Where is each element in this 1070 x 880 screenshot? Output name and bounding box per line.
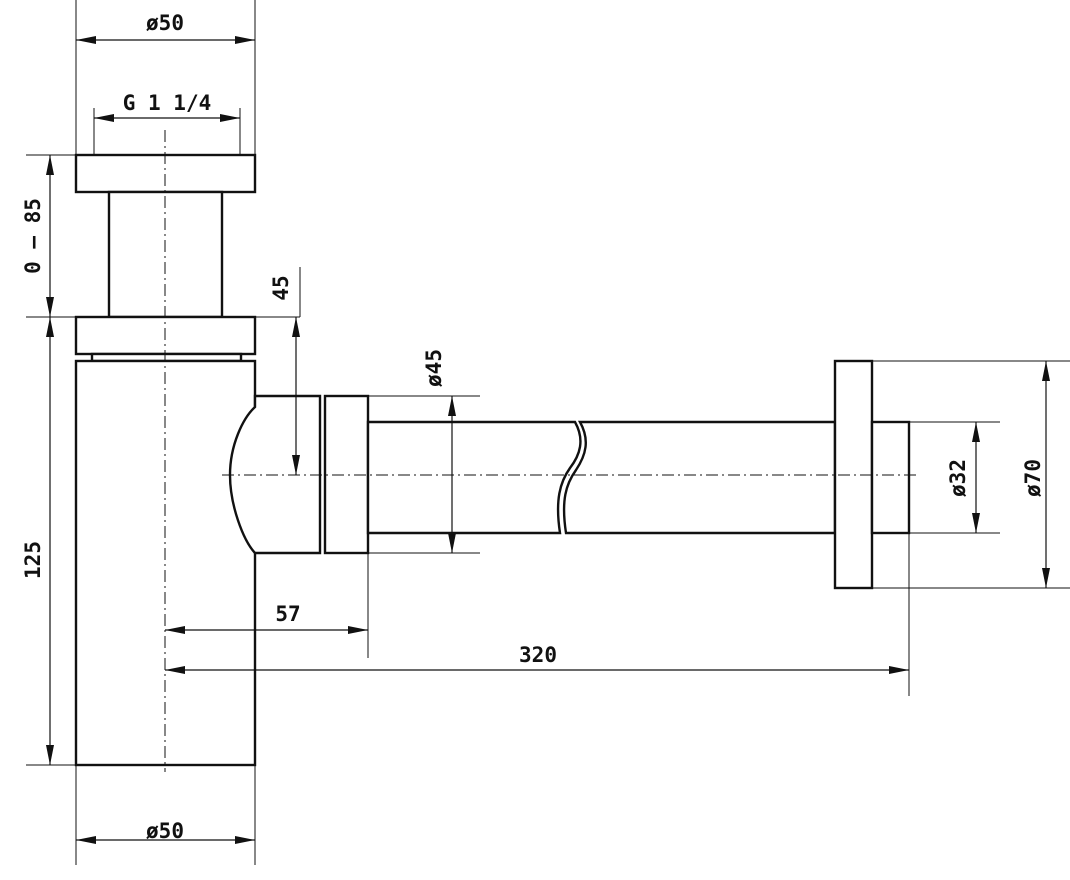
pipe-right [562, 420, 837, 535]
dimension-labels: ø50 G 1 1/4 0 – 85 125 45 ø45 57 320 ø32… [21, 11, 1045, 843]
label-body-height: 125 [21, 541, 45, 579]
label-flange-diameter: ø70 [1021, 459, 1045, 497]
label-thread: G 1 1/4 [123, 91, 212, 115]
label-outlet-diameter: ø32 [946, 459, 970, 497]
label-offset-45: 45 [269, 275, 293, 300]
extension-lines [26, 0, 1070, 865]
label-top-diameter: ø50 [146, 11, 184, 35]
label-height-range: 0 – 85 [21, 198, 45, 274]
siphon-body [74, 153, 911, 767]
label-bottom-diameter: ø50 [146, 819, 184, 843]
label-pipe-diameter: ø45 [422, 349, 446, 387]
dimension-lines [46, 36, 1050, 844]
wall-outlet [870, 420, 911, 535]
telescopic-stem [107, 190, 224, 319]
label-offset-57: 57 [275, 602, 300, 626]
pipe-left [366, 420, 582, 535]
label-length-320: 320 [519, 643, 557, 667]
